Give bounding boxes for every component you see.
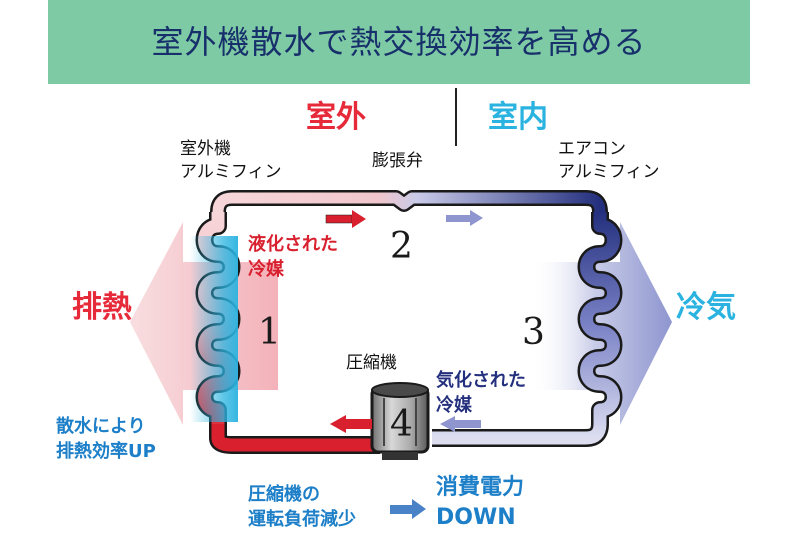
vaporized-label-line1: 気化された [436, 370, 526, 391]
water-spray [190, 236, 238, 422]
outdoor-fin-label-line2: アルミフィン [180, 162, 282, 182]
compressor-load-line1: 圧縮機の [248, 484, 320, 505]
compressor-load-label: 圧縮機の 運転負荷減少 [248, 482, 356, 532]
power-label-line1: 消費電力 [436, 475, 525, 500]
step-4: 4 [390, 404, 413, 445]
outdoor-fin-label-line1: 室外機 [180, 139, 231, 159]
indoor-fin-label-line1: エアコン [558, 139, 626, 159]
expansion-valve-label: 膨張弁 [372, 151, 423, 171]
sprinkle-effect-label: 散水により 排熱効率UP [56, 414, 156, 464]
title-banner: 室外機散水で熱交換効率を高める [48, 0, 750, 84]
flow-arrow-hot-top [325, 210, 366, 228]
power-label-line2: DOWN [436, 505, 516, 530]
zone-divider [455, 88, 457, 146]
step-3: 3 [522, 312, 545, 353]
cool-air-label: 冷気 [676, 290, 736, 325]
vaporized-refrigerant-label: 気化された 冷媒 [436, 368, 526, 418]
vaporized-label-line2: 冷媒 [436, 395, 472, 416]
compressor-load-line2: 運転負荷減少 [248, 509, 356, 530]
compressor-unit [370, 382, 430, 460]
outdoor-zone-label: 室外 [306, 100, 366, 135]
page-title: 室外機散水で熱交換効率を高める [151, 23, 647, 61]
liquefied-label-line1: 液化された [248, 234, 338, 255]
indoor-zone-label: 室内 [488, 100, 548, 135]
flow-arrow-cold-bottom [440, 416, 481, 432]
indoor-fin-label: エアコン アルミフィン [558, 138, 660, 184]
indoor-fin-label-line2: アルミフィン [558, 162, 660, 182]
compressor-label: 圧縮機 [346, 353, 397, 373]
power-consumption-label: 消費電力 DOWN [436, 473, 524, 533]
step-1: 1 [258, 312, 281, 353]
sprinkle-label-line2: 排熱効率UP [56, 441, 156, 462]
power-arrow [390, 499, 426, 519]
sprinkle-label-line1: 散水により [56, 416, 146, 437]
step-2: 2 [390, 226, 413, 267]
flow-arrow-cold-top [446, 210, 483, 226]
liquefied-refrigerant-label: 液化された 冷媒 [248, 232, 338, 282]
heat-exhaust-label: 排熱 [72, 290, 132, 325]
flow-arrow-hot-bottom [330, 415, 372, 433]
liquefied-label-line2: 冷媒 [248, 259, 284, 280]
outdoor-fin-label: 室外機 アルミフィン [180, 138, 282, 184]
